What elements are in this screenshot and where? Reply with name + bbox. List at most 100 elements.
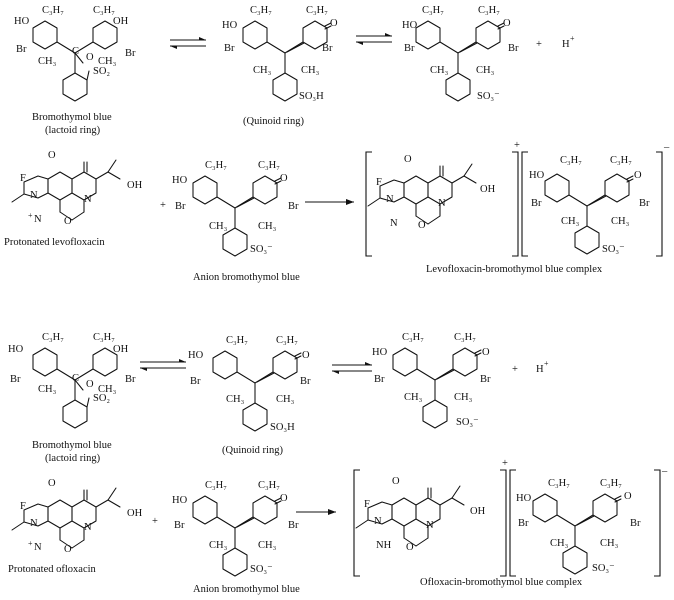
atom-label-c3h7: C₃H₇ <box>560 155 582 166</box>
atom-label-oh: OH <box>480 184 496 195</box>
atom-label-charge_minus: – <box>663 142 670 153</box>
atom-label-proton: H <box>536 364 544 375</box>
atom-label-o: O <box>482 347 490 358</box>
btb-anion-structure-4: C₃H₇ C₃H₇ HO O Br Br CH₃ CH₃ SO₃⁻ Anion … <box>172 480 300 595</box>
atom-label-so3minus: SO₃⁻ <box>602 244 625 255</box>
atom-label-o: O <box>86 52 94 63</box>
btb-lactoid-structure-2: C₃H₇ C₃H₇ HO OH Br Br CH₃ CH₃ C O SO₂ Br… <box>8 332 136 464</box>
atom-label-c: C <box>72 46 79 57</box>
atom-label-ch3: CH₃ <box>258 221 277 232</box>
atom-label-ch3: CH₃ <box>430 65 449 76</box>
atom-label-c3h7: C₃H₇ <box>276 335 298 346</box>
atom-label-o: O <box>280 173 288 184</box>
atom-label-ho: HO <box>172 175 188 186</box>
atom-label-f: F <box>364 499 370 510</box>
atom-label-br: Br <box>531 198 542 209</box>
atom-label-br: Br <box>630 518 641 529</box>
atom-label-ho: HO <box>8 344 24 355</box>
atom-label-proton_charge: + <box>570 34 575 43</box>
proton-1: H + <box>562 34 575 50</box>
atom-label-br: Br <box>224 43 235 54</box>
atom-label-proton_charge: + <box>544 359 549 368</box>
equilibrium-arrow-4 <box>332 362 372 374</box>
atom-label-so2: SO₂ <box>93 66 110 77</box>
atom-label-br: Br <box>288 201 299 212</box>
equilibrium-arrow-3 <box>140 359 186 371</box>
caption-anion-btb-2: Anion bromothymol blue <box>193 584 300 595</box>
plus-sign-3: + <box>512 364 518 375</box>
atom-label-ch3: CH₃ <box>301 65 320 76</box>
caption-btb-lactoid-3: Bromothymol blue <box>32 440 112 451</box>
caption-protonated-levofloxacin: Protonated levofloxacin <box>4 237 105 248</box>
atom-label-ch3: CH₃ <box>611 216 630 227</box>
atom-label-o: O <box>624 491 632 502</box>
atom-label-br: Br <box>175 201 186 212</box>
plus-sign-1: + <box>536 39 542 50</box>
atom-label-ch3: CH₃ <box>454 392 473 403</box>
atom-label-c3h7: C₃H₇ <box>610 155 632 166</box>
atom-label-ho: HO <box>172 495 188 506</box>
atom-label-o: O <box>418 220 426 231</box>
atom-label-o: O <box>330 18 338 29</box>
atom-label-n: N <box>390 218 398 229</box>
btb-lactoid-structure-1: C₃H₇ C₃H₇ HO OH Br Br CH₃ CH₃ C O SO₂ Br… <box>14 5 136 136</box>
atom-label-so3minus: SO₃⁻ <box>592 563 615 574</box>
atom-label-n: N <box>438 198 446 209</box>
plus-sign-4: + <box>152 516 158 527</box>
atom-label-proton: H <box>562 39 570 50</box>
atom-label-ch3: CH₃ <box>38 384 57 395</box>
atom-label-br: Br <box>125 374 136 385</box>
atom-label-o: O <box>392 476 400 487</box>
atom-label-so3minus: SO₃⁻ <box>456 417 479 428</box>
atom-label-c3h7: C₃H₇ <box>258 480 280 491</box>
atom-label-br: Br <box>518 518 529 529</box>
atom-label-charge_plus: + <box>502 458 508 469</box>
atom-label-ch3: CH₃ <box>561 216 580 227</box>
atom-label-charge_plus: + <box>514 140 520 151</box>
atom-label-o: O <box>48 478 56 489</box>
atom-label-br: Br <box>10 374 21 385</box>
atom-label-c3h7: C₃H₇ <box>42 5 64 16</box>
caption-quinoid-1: (Quinoid ring) <box>243 116 304 127</box>
caption-protonated-ofloxacin: Protonated ofloxacin <box>8 564 97 575</box>
atom-label-so3minus: SO₃⁻ <box>250 564 273 575</box>
btb-anion-structure-2: C₃H₇ C₃H₇ HO O Br Br CH₃ CH₃ SO₃⁻ Anion … <box>172 160 300 283</box>
atom-label-o: O <box>634 170 642 181</box>
atom-label-br: Br <box>374 374 385 385</box>
atom-label-c3h7: C₃H₇ <box>402 332 424 343</box>
ofloxacin-btb-complex: + O OH F N NH O N – C₃H₇ C₃H₇ HO O Br Br… <box>353 458 668 588</box>
atom-label-n: N <box>34 542 42 553</box>
atom-label-n: N <box>30 190 38 201</box>
atom-label-n: N <box>374 516 382 527</box>
btb-anion-structure-3: C₃H₇ C₃H₇ HO O Br Br CH₃ CH₃ SO₃⁻ <box>372 332 491 429</box>
atom-label-ch3: CH₃ <box>253 65 272 76</box>
atom-label-so3minus: SO₃⁻ <box>250 244 273 255</box>
atom-label-n: N <box>84 522 92 533</box>
atom-label-oh: OH <box>470 506 486 517</box>
caption-quinoid-2: (Quinoid ring) <box>222 445 283 456</box>
atom-label-o: O <box>302 350 310 361</box>
atom-label-ch3: CH₃ <box>550 538 569 549</box>
atom-label-br: Br <box>190 376 201 387</box>
atom-label-br: Br <box>404 43 415 54</box>
atom-label-ho: HO <box>222 20 238 31</box>
atom-label-so2: SO₂ <box>93 393 110 404</box>
atom-label-ch3: CH₃ <box>226 394 245 405</box>
atom-label-o: O <box>48 150 56 161</box>
atom-label-ch3: CH₃ <box>276 394 295 405</box>
atom-label-so3h: SO₃H <box>270 422 295 433</box>
atom-label-n: N <box>30 518 38 529</box>
atom-label-ch3: CH₃ <box>600 538 619 549</box>
atom-label-ch3: CH₃ <box>209 221 228 232</box>
equilibrium-arrow-1 <box>170 37 206 49</box>
atom-label-o: O <box>406 542 414 553</box>
atom-label-oh: OH <box>127 508 143 519</box>
atom-label-f: F <box>20 501 26 512</box>
atom-label-charge_minus: – <box>661 466 668 477</box>
atom-label-o: O <box>503 18 511 29</box>
atom-label-br: Br <box>508 43 519 54</box>
atom-label-c3h7: C₃H₇ <box>93 5 115 16</box>
levofloxacin-structure: O OH F N N + O N Protonated levofloxacin <box>4 150 143 248</box>
atom-label-c3h7: C₃H₇ <box>454 332 476 343</box>
